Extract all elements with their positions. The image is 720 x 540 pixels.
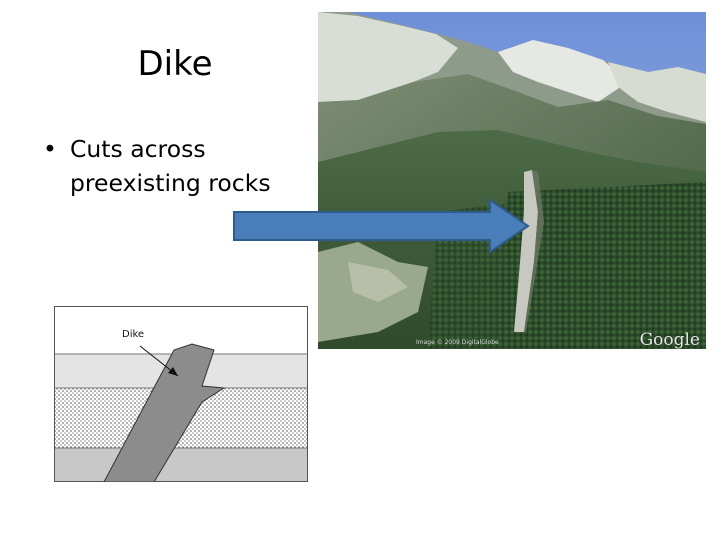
dike-label: Dike: [122, 329, 145, 340]
aerial-photo: Image © 2009 DigitalGlobe Google: [318, 12, 706, 349]
slide-title: Dike: [137, 44, 213, 84]
bullet-list: • Cuts across preexisting rocks: [40, 132, 310, 200]
bullet-dot-icon: •: [43, 135, 57, 163]
arrow-right-icon: [233, 198, 530, 254]
dike-cross-section-diagram: Dike: [54, 306, 308, 483]
bullet-text: Cuts across preexisting rocks: [70, 135, 271, 197]
mountain-photo-image: [318, 12, 706, 349]
cross-section-svg: [54, 306, 308, 483]
photo-credit: Image © 2009 DigitalGlobe: [416, 339, 499, 346]
bullet-item: • Cuts across preexisting rocks: [40, 132, 310, 200]
google-logo: Google: [639, 330, 700, 349]
